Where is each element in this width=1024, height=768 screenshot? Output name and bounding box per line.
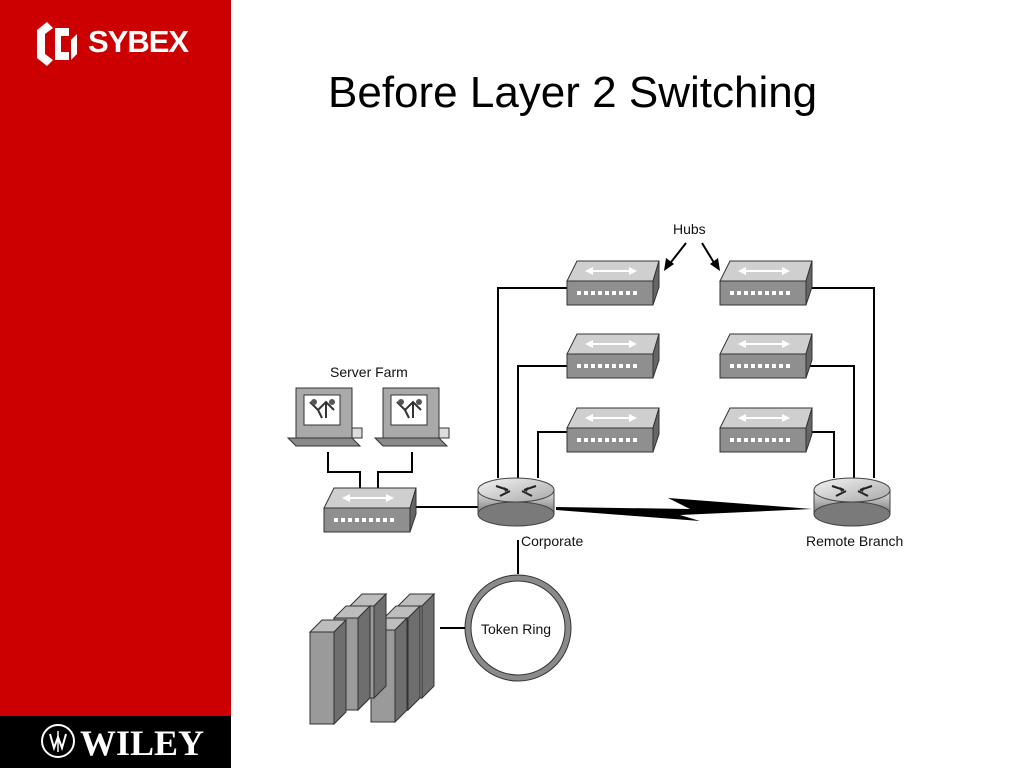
wan-link-icon	[556, 498, 812, 521]
token-ring-icon[interactable]	[464, 574, 572, 682]
hub-icon[interactable]	[719, 407, 813, 453]
remote-branch-label: Remote Branch	[806, 533, 903, 549]
mainframe-icon[interactable]	[309, 593, 435, 725]
server-icon[interactable]	[374, 387, 450, 447]
hub-icon[interactable]	[566, 407, 660, 453]
hub-icon[interactable]	[323, 487, 417, 533]
wiley-footer: WILEY	[0, 716, 231, 768]
hub-icon[interactable]	[566, 260, 660, 306]
sybex-logo: SYBEX	[33, 20, 203, 68]
sybex-wordmark: SYBEX	[88, 24, 189, 59]
server-farm-label: Server Farm	[330, 364, 408, 380]
wiley-seal-icon	[41, 724, 75, 758]
sybex-mark-icon	[37, 22, 77, 66]
hub-icon[interactable]	[719, 260, 813, 306]
hubs-arrows	[664, 242, 720, 271]
sidebar: SYBEX WILEY	[0, 0, 231, 768]
hubs-label: Hubs	[673, 221, 706, 237]
corporate-label: Corporate	[521, 533, 583, 549]
slide-title: Before Layer 2 Switching	[328, 68, 818, 117]
token-ring-label: Token Ring	[481, 621, 551, 637]
hub-icon[interactable]	[566, 333, 660, 379]
hub-icon[interactable]	[719, 333, 813, 379]
server-icon[interactable]	[287, 387, 363, 447]
router-icon[interactable]	[813, 477, 891, 527]
router-icon[interactable]	[477, 477, 555, 527]
wiley-wordmark: WILEY	[80, 723, 205, 763]
connection-lines	[327, 287, 875, 574]
